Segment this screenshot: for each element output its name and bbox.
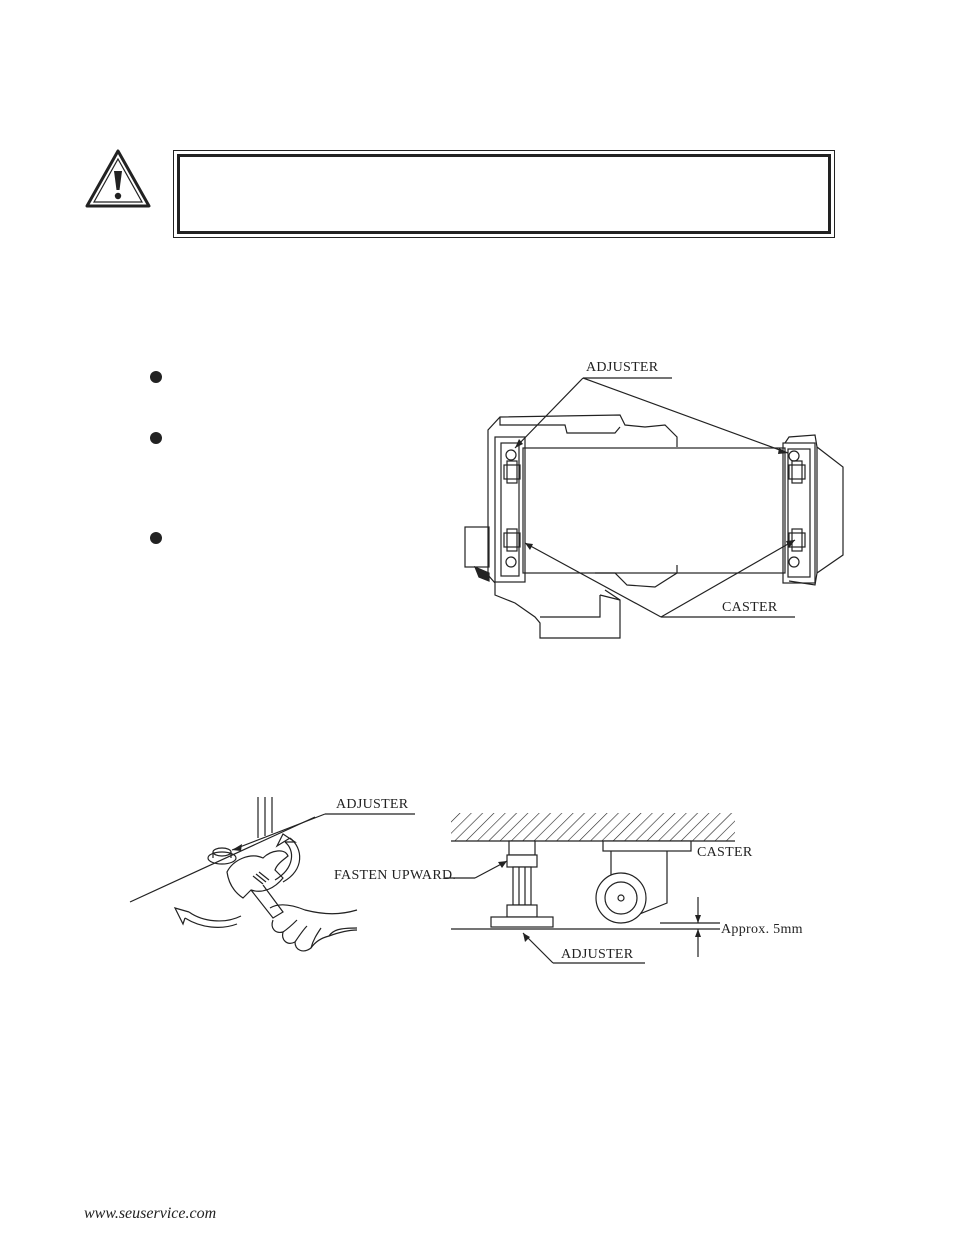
bullet-1 [150, 371, 162, 383]
footer-url: www.seuservice.com [84, 1205, 217, 1222]
machine-bottom-view-diagram [464, 377, 844, 639]
label-fasten-upward: FASTEN UPWARD. [334, 868, 457, 883]
label-caster-side: CASTER [697, 845, 753, 860]
warning-box-inner-border [177, 154, 831, 234]
warning-icon [85, 149, 151, 208]
warning-box [173, 150, 835, 238]
label-adjuster-wrench: ADJUSTER [336, 797, 409, 812]
label-adjuster-side: ADJUSTER [561, 947, 634, 962]
label-adjuster-top: ADJUSTER [586, 360, 659, 375]
adjuster-caster-side-view [445, 813, 735, 964]
wrench-adjust-illustration [129, 797, 415, 952]
label-approx-5mm: Approx. 5mm [721, 922, 803, 937]
label-caster-top: CASTER [722, 600, 778, 615]
bullet-2 [150, 432, 162, 444]
bullet-3 [150, 532, 162, 544]
